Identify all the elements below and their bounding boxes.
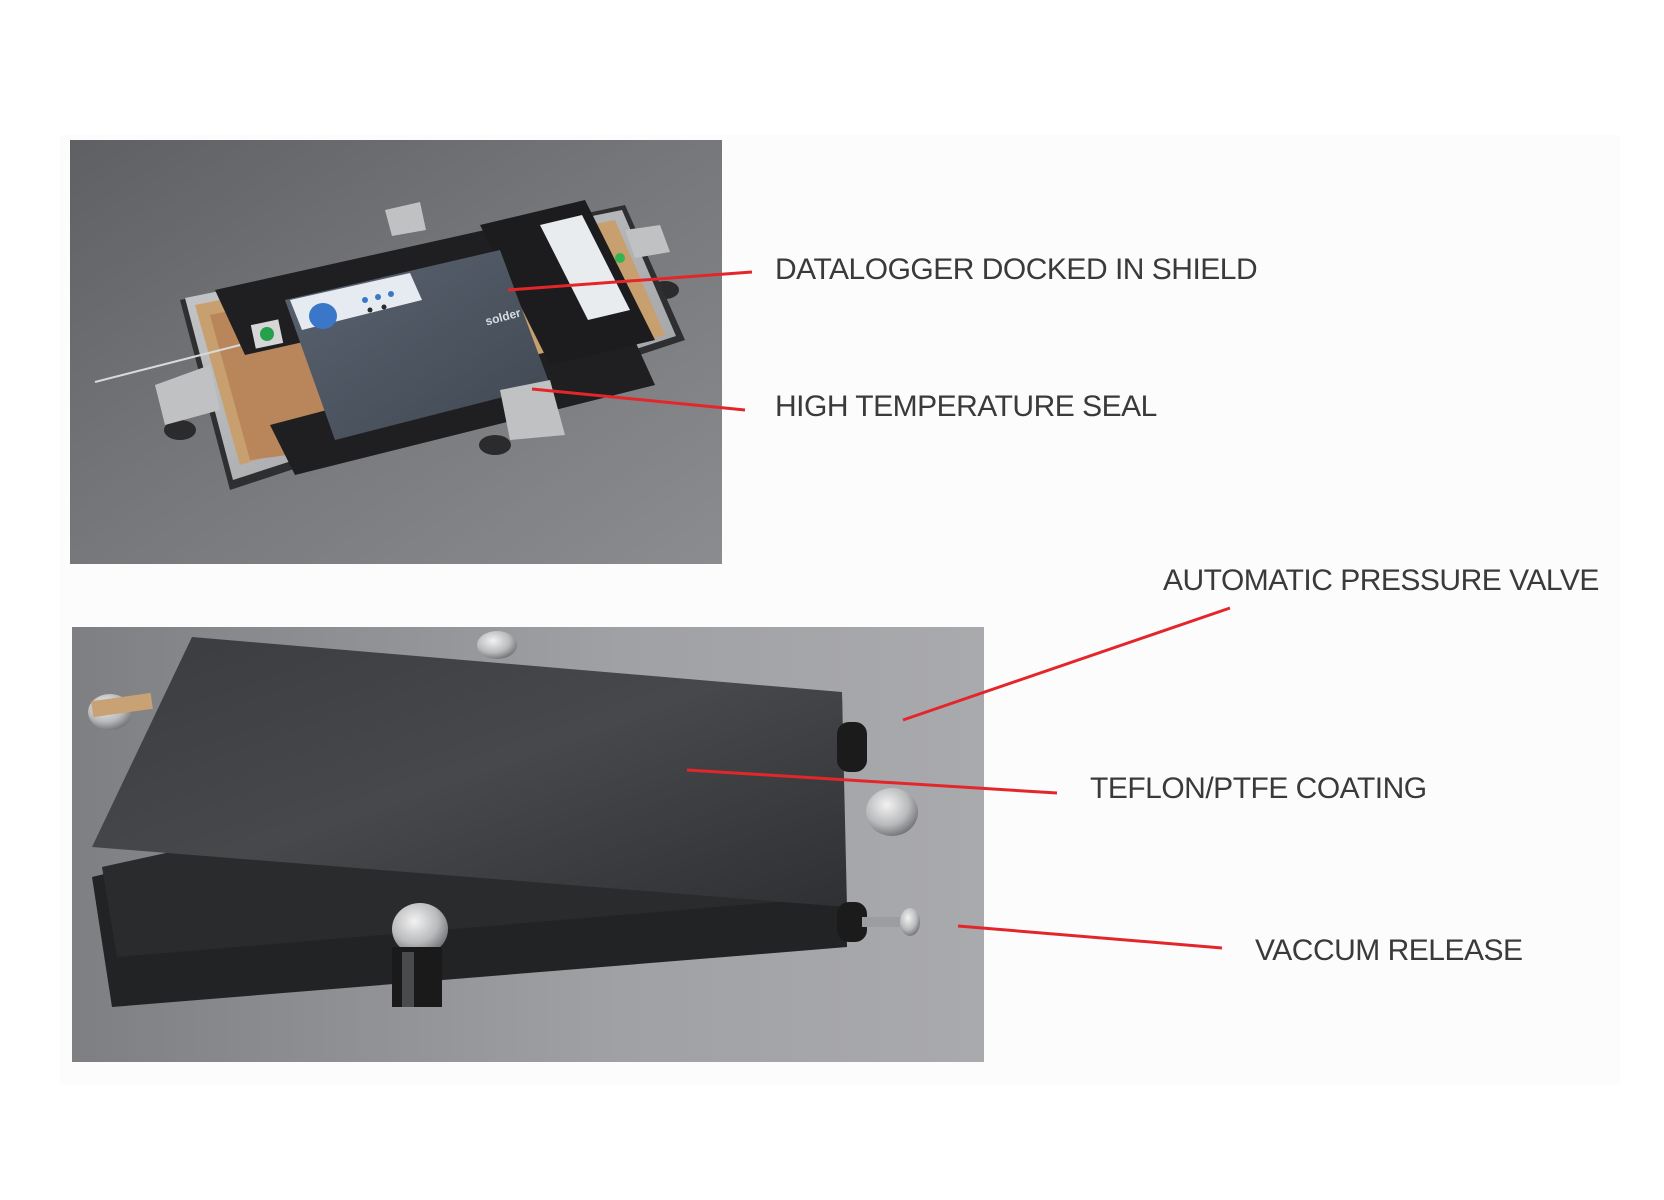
callout-datalogger: DATALOGGER DOCKED IN SHIELD [775, 253, 1258, 286]
callout-coating: TEFLON/PTFE COATING [1090, 772, 1427, 805]
callout-seal: HIGH TEMPERATURE SEAL [775, 390, 1157, 423]
callout-valve: AUTOMATIC PRESSURE VALVE [1163, 564, 1599, 597]
photo-datalogger-in-shield: solder [70, 140, 722, 564]
callout-vacuum: VACCUM RELEASE [1255, 934, 1523, 967]
photo-closed-shield [72, 627, 984, 1062]
